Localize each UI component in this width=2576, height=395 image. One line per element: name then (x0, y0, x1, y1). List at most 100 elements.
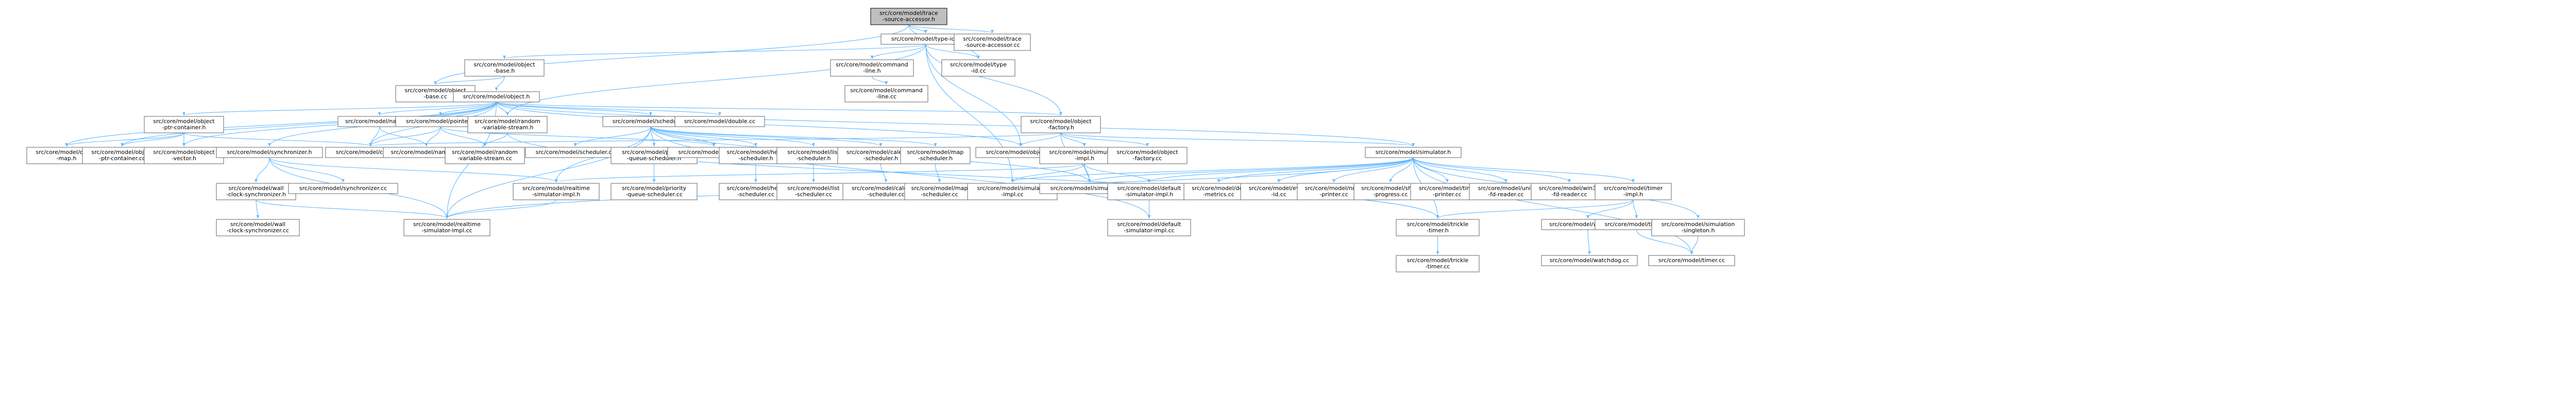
graph-node-sim-singleton-h[interactable]: src/core/model/simulation-singleton.h (1651, 219, 1745, 236)
edge-wallclock-sync-h-to-wallclock-sync-cc (256, 199, 260, 219)
node-label: src/core/model/calendar (846, 149, 916, 156)
node-box (904, 183, 975, 200)
graph-node-rv-stream-cc[interactable]: src/core/model/random-variable-stream.cc (445, 147, 525, 164)
graph-node-object-factory-cc[interactable]: src/core/model/object-factory.cc (1107, 147, 1188, 164)
node-label: src/core/model/command (836, 61, 908, 68)
node-label: -simulator-impl.h (1125, 191, 1173, 198)
node-label: src/core/model/wall (228, 185, 283, 192)
graph-node-pq-scheduler-cc[interactable]: src/core/model/priority-queue-scheduler.… (611, 183, 698, 200)
node-label: src/core/model/simulator.h (1376, 149, 1451, 156)
graph-node-synchronizer-cc[interactable]: src/core/model/synchronizer.cc (288, 183, 398, 194)
edge-sim-singleton-h-to-timer-cc (1690, 235, 1699, 255)
graph-node-watchdog-cc[interactable]: src/core/model/watchdog.cc (1541, 255, 1638, 266)
edge-timer-impl-h-to-timer-h (1633, 199, 1638, 219)
node-label: src/core/model/priority (622, 185, 686, 192)
edge-timer-impl-h-to-trickle-timer-h (1436, 199, 1634, 219)
graph-node-object-h[interactable]: src/core/model/object.h (453, 91, 540, 102)
node-label: src/core/model/node (1305, 185, 1363, 192)
graph-node-timer-impl-h[interactable]: src/core/model/timer-impl.h (1595, 183, 1672, 200)
node-box (288, 183, 398, 194)
node-box (513, 183, 600, 200)
node-label: src/core/model/watchdog.cc (1550, 257, 1630, 264)
graph-node-list-scheduler-cc[interactable]: src/core/model/list-scheduler.cc (776, 183, 851, 200)
edge-object-h-to-object-factory-h (496, 101, 1062, 116)
node-label: src/core/model/object (91, 149, 153, 156)
graph-node-trace-h[interactable]: src/core/model/trace-source-accessor.h (870, 8, 947, 25)
graph-node-default-sim-impl-h[interactable]: src/core/model/default-simulator-impl.h (1107, 183, 1191, 200)
node-label: src/core/model/map (907, 149, 964, 156)
graph-node-type-id-cc[interactable]: src/core/model/type-id.cc (941, 59, 1015, 77)
node-label: src/core/model/simulation (1662, 221, 1735, 228)
graph-node-type-id-h[interactable]: src/core/model/type-id.h (880, 33, 971, 45)
node-label: -simulator-impl.h (532, 191, 580, 198)
edge-scheduler-h-to-default-sim-impl-cc (650, 126, 1151, 219)
edge-ptr-container-h-to-object-map-h (65, 132, 184, 147)
graph-node-trickle-timer-h[interactable]: src/core/model/trickle-timer.h (1396, 219, 1480, 236)
graph-node-map-scheduler-cc[interactable]: src/core/model/map-scheduler.cc (904, 183, 975, 200)
node-label: -ptr-container.h (162, 124, 206, 131)
node-label: -clock-synchronizer.h (226, 191, 286, 198)
graph-node-unix-fd-reader-cc[interactable]: src/core/model/unix-fd-reader.cc (1469, 183, 1543, 200)
edge-scheduler-h-to-map-scheduler-h (650, 126, 937, 147)
edge-simulator-impl-h-to-default-sim-impl-h (1084, 163, 1151, 183)
node-label: -variable-stream.cc (457, 155, 512, 162)
node-label: src/core/model/type (950, 61, 1007, 68)
edge-simulator-h-to-default-sim-impl-h (1147, 157, 1414, 183)
graph-node-map-scheduler-h[interactable]: src/core/model/map-scheduler.h (900, 147, 971, 164)
edge-type-id-h-to-simulator-impl-cc (925, 44, 1014, 183)
node-box (900, 147, 971, 164)
graph-node-rt-sim-impl-h[interactable]: src/core/model/realtime-simulator-impl.h (513, 183, 600, 200)
graph-node-trace-cc[interactable]: src/core/model/trace-source-accessor.cc (954, 33, 1031, 51)
graph-node-scheduler-cc[interactable]: src/core/model/scheduler.cc (525, 147, 625, 158)
node-box (1531, 183, 1608, 200)
edge-rv-stream-h-to-rv-stream-cc (483, 132, 508, 147)
node-label: -source-accessor.cc (964, 42, 1020, 48)
node-label: src/core/model/unix (1478, 185, 1534, 192)
node-label: src/core/model/double.cc (684, 118, 755, 125)
node-label: -queue-scheduler.cc (625, 191, 683, 198)
graph-node-win32-fd-reader-cc[interactable]: src/core/model/win32-fd-reader.cc (1531, 183, 1608, 200)
graph-node-command-line-cc[interactable]: src/core/model/command-line.cc (844, 85, 928, 102)
edge-object-h-to-ptr-container-cc (121, 101, 497, 147)
graph-node-trickle-timer-cc[interactable]: src/core/model/trickle-timer.cc (1396, 255, 1480, 272)
node-label: -scheduler.cc (737, 191, 774, 198)
graph-node-wallclock-sync-h[interactable]: src/core/model/wall-clock-synchronizer.h (216, 183, 296, 200)
node-label: -impl.h (1075, 155, 1094, 162)
graph-node-rt-sim-impl-cc[interactable]: src/core/model/realtime-simulator-impl.c… (403, 219, 490, 236)
node-label: -progress.cc (1373, 191, 1408, 198)
node-label: src/core/model/win32 (1539, 185, 1600, 192)
node-label: -variable-stream.h (481, 124, 533, 131)
graph-node-object-factory-h[interactable]: src/core/model/object-factory.h (1021, 116, 1101, 133)
node-label: src/core/model/type-id.h (891, 36, 960, 42)
edge-object-h-to-ptr-container-h (182, 101, 497, 116)
node-box (445, 147, 525, 164)
node-label: -base.cc (423, 93, 447, 100)
graph-node-rv-stream-h[interactable]: src/core/model/random-variable-stream.h (467, 116, 548, 133)
node-label: src/core/model/simulator (1049, 149, 1120, 156)
graph-node-ptr-container-h[interactable]: src/core/model/object-ptr-container.h (144, 116, 224, 133)
graph-node-object-vector-h[interactable]: src/core/model/object-vector.h (144, 147, 224, 164)
node-label: src/core/model/synchronizer.cc (299, 185, 387, 192)
edge-synchronizer-h-to-rt-sim-impl-h (269, 157, 558, 183)
node-box (464, 59, 545, 77)
node-label: -vector.h (172, 155, 196, 162)
edge-simulator-h-to-win32-fd-reader-cc (1413, 157, 1571, 183)
graph-node-wallclock-sync-cc[interactable]: src/core/model/wall-clock-synchronizer.c… (216, 219, 300, 236)
node-label: -impl.cc (1001, 191, 1023, 198)
graph-node-default-sim-impl-cc[interactable]: src/core/model/default-simulator-impl.cc (1107, 219, 1191, 236)
edge-simulator-h-to-des-metrics-cc (1217, 157, 1414, 183)
graph-node-pointer-h[interactable]: src/core/model/pointer.h (395, 116, 486, 127)
edge-object-h-to-object-map-h (65, 101, 497, 147)
graph-node-command-line-h[interactable]: src/core/model/command-line.h (830, 59, 914, 77)
edge-scheduler-h-to-scheduler-cc (573, 126, 651, 147)
node-label: src/core/model/map (911, 185, 968, 192)
graph-node-double-cc[interactable]: src/core/model/double.cc (674, 116, 765, 127)
edge-scheduler-h-to-pointer-cc (650, 126, 716, 147)
graph-node-simulator-h[interactable]: src/core/model/simulator.h (1365, 147, 1462, 158)
graph-node-object-base-h[interactable]: src/core/model/object-base.h (464, 59, 545, 77)
node-label: src/core/model/realtime (522, 185, 590, 192)
graph-node-synchronizer-h[interactable]: src/core/model/synchronizer.h (216, 147, 323, 158)
graph-node-timer-cc[interactable]: src/core/model/timer.cc (1648, 255, 1735, 266)
node-layer: src/core/model/trace-source-accessor.h sr… (26, 8, 1745, 272)
node-label: src/core/model/trickle (1407, 257, 1469, 264)
